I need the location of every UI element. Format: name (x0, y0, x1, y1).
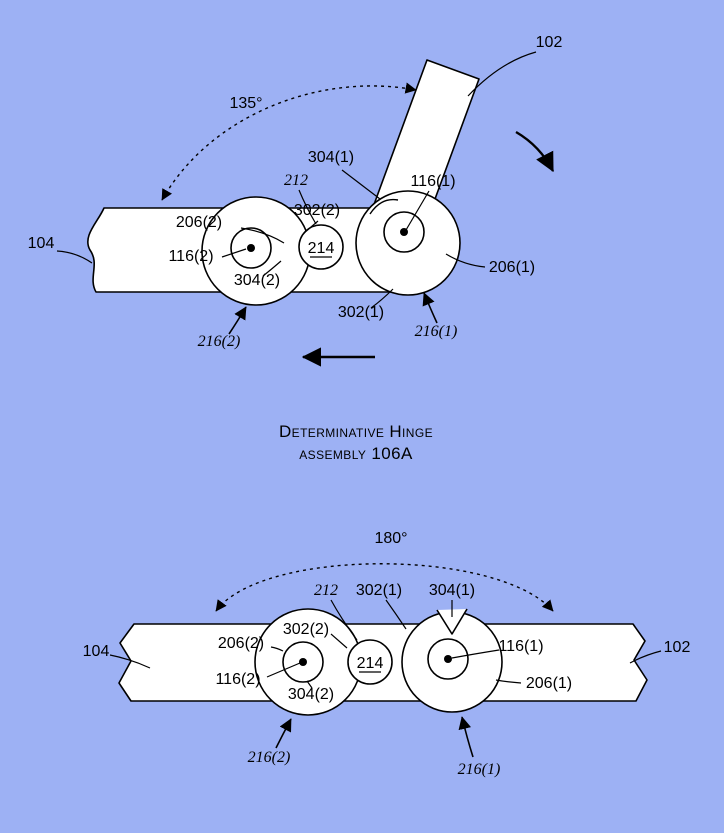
leader-212 (330, 599, 358, 641)
label-302-2: 302(2) (294, 202, 340, 219)
pointer-216-1 (422, 292, 438, 324)
label-206-1: 206(1) (489, 259, 535, 276)
leader-304-2 (306, 680, 313, 689)
angle-arc-180 (215, 563, 554, 612)
leader-302-1 (385, 599, 407, 630)
label-304-2: 304(2) (234, 272, 280, 289)
label-116-1: 116(1) (410, 173, 455, 190)
left-pin-center-dot (299, 658, 307, 666)
leader-102 (629, 650, 662, 664)
label-302-2: 302(2) (283, 621, 329, 638)
label-302-1: 302(1) (356, 582, 402, 599)
right-pin-center-dot (444, 655, 452, 663)
center-gear-shape (347, 639, 393, 685)
label-304-2: 304(2) (288, 686, 334, 703)
leader-116-2 (221, 248, 247, 258)
caption-line-2: assembly 106A (299, 444, 413, 463)
label-216-1: 216(1) (415, 323, 458, 340)
leader-116-2 (266, 662, 301, 678)
rotate-arrow (515, 130, 555, 173)
pointer-216-1 (458, 716, 474, 758)
label-304-1: 304(1) (429, 582, 475, 599)
cam-notch-shape (436, 608, 468, 635)
caption-line-1: Determinative Hinge (279, 422, 433, 441)
hinge-135-view: 102 135° 304(1) 212 116(1) 302(2) 206(2)… (28, 34, 563, 367)
figure-caption: Determinative Hinge assembly 106A (279, 422, 433, 463)
label-206-1: 206(1) (526, 675, 572, 692)
pointer-216-2 (275, 718, 292, 749)
label-206-2: 206(2) (218, 635, 264, 652)
label-102: 102 (536, 34, 563, 51)
leader-102 (467, 51, 537, 97)
left-pin-center-dot (247, 244, 255, 252)
label-216-2: 216(2) (248, 749, 291, 766)
leader-104 (109, 654, 151, 669)
label-212: 212 (284, 172, 308, 189)
leader-116-1 (451, 649, 500, 659)
center-gear-shape (298, 224, 344, 270)
leader-206-1 (495, 679, 522, 684)
label-214: 214 (308, 240, 335, 257)
leader-302-2 (303, 220, 319, 234)
label-214: 214 (357, 655, 384, 672)
leader-304-2 (262, 260, 282, 277)
label-212: 212 (314, 582, 338, 599)
leader-212 (298, 189, 317, 225)
label-102: 102 (664, 639, 691, 656)
leader-302-2 (330, 633, 348, 649)
label-116-1: 116(1) (498, 638, 543, 655)
label-angle-135: 135° (229, 95, 262, 112)
hinge-180-view: 180° 212 302(1) 304(1) 302(2) 206(2) 104… (83, 530, 691, 778)
label-302-1: 302(1) (338, 304, 384, 321)
leader-206-2 (270, 646, 284, 652)
label-216-2: 216(2) (198, 333, 241, 350)
label-206-2: 206(2) (176, 214, 222, 231)
angle-arc-135 (161, 82, 417, 201)
leader-302-1 (370, 288, 394, 309)
pointer-216-2 (228, 306, 247, 335)
label-angle-180: 180° (374, 530, 407, 547)
leader-116-1 (405, 190, 430, 231)
label-116-2: 116(2) (168, 248, 213, 265)
leader-304-1 (341, 169, 381, 200)
label-216-1: 216(1) (458, 761, 501, 778)
label-304-1: 304(1) (308, 149, 354, 166)
label-104: 104 (28, 235, 55, 252)
leader-206-2 (240, 227, 285, 244)
label-104: 104 (83, 643, 110, 660)
leader-206-1 (445, 253, 486, 268)
label-116-2: 116(2) (215, 671, 260, 688)
leader-104 (56, 250, 93, 264)
